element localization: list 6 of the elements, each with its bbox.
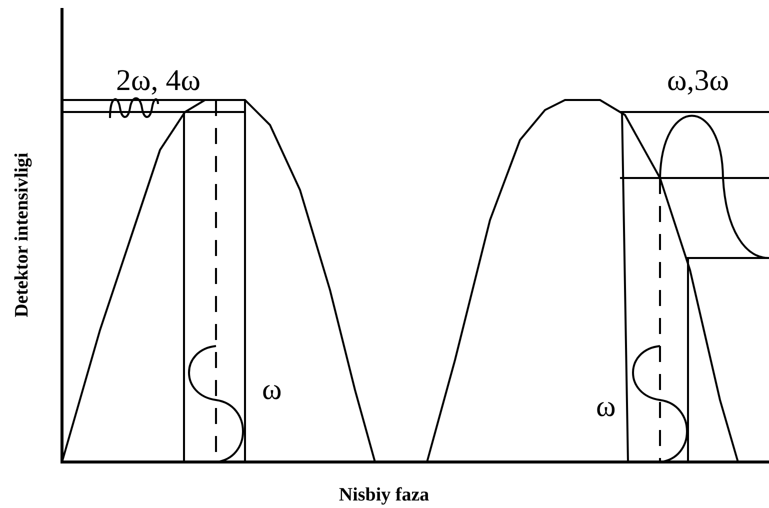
frequency-label: ω	[262, 375, 282, 405]
frequency-label: 2ω, 4ω	[116, 66, 200, 96]
y-axis-title: Detektor intensivligi	[12, 152, 32, 318]
frequency-label: ω	[596, 392, 616, 422]
x-axis-title: Nisbiy faza	[338, 486, 430, 504]
frequency-label: ω,3ω	[667, 66, 729, 96]
